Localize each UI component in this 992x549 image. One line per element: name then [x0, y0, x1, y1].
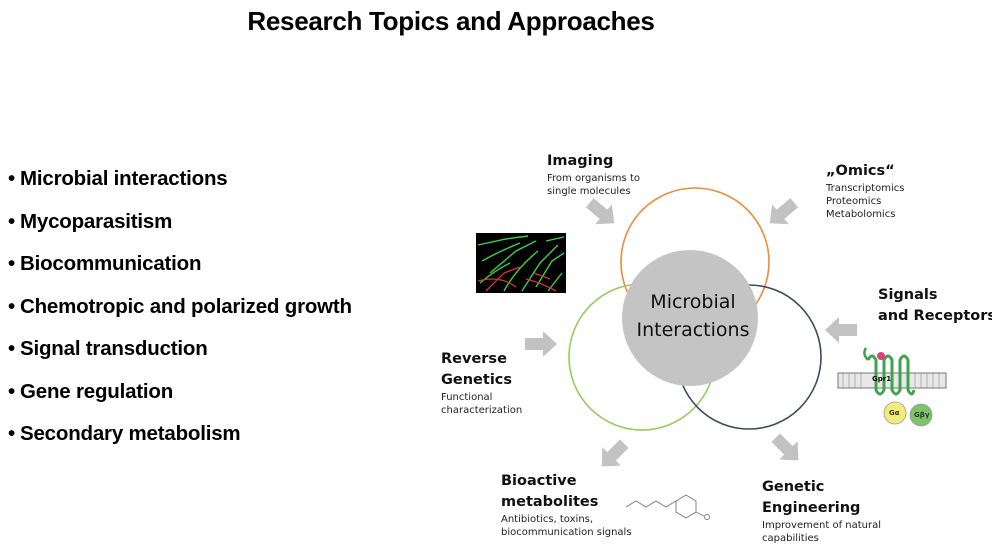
topic-label: Biocommunication	[20, 252, 202, 275]
topic-item: •Biocommunication	[8, 249, 352, 292]
topic-label: Signal transduction	[20, 337, 208, 360]
page-title: Research Topics and Approaches	[247, 6, 655, 36]
approach-sub: biocommunication signals	[501, 527, 632, 538]
bullet: •	[8, 252, 15, 275]
approach-heading: Bioactive	[501, 473, 577, 489]
approach-signals: Signals and Receptors	[878, 285, 992, 327]
approach-sub: capabilities	[762, 533, 819, 544]
approach-heading: Reverse	[441, 351, 507, 367]
topic-label: Gene regulation	[20, 379, 174, 403]
center-label: Microbial Interactions	[623, 288, 763, 344]
topic-item: •Gene regulation	[8, 377, 352, 420]
approach-omics: „Omics“ Transcriptomics Proteomics Metab…	[826, 161, 904, 221]
topic-item: •Microbial interactions	[8, 164, 352, 207]
bullet: •	[8, 422, 15, 445]
bullet: •	[8, 379, 15, 403]
microscopy-image	[476, 233, 566, 293]
approach-sub: single molecules	[547, 186, 631, 197]
center-line-1: Microbial	[650, 291, 736, 313]
arrow-bioactive	[601, 439, 629, 467]
topic-label: Secondary metabolism	[20, 422, 241, 445]
approach-heading: and Receptors	[878, 308, 992, 324]
approach-genetic-engineering: Genetic Engineering Improvement of natur…	[762, 477, 881, 545]
bullet: •	[8, 209, 15, 233]
topic-item: •Signal transduction	[8, 334, 352, 377]
approach-heading: Engineering	[762, 500, 861, 516]
center-hub	[622, 250, 758, 386]
approach-heading: Genetic	[762, 479, 825, 495]
topic-item: •Chemotropic and polarized growth	[8, 292, 352, 335]
g-beta-gamma-label: Gβγ	[914, 411, 930, 419]
center-line-2: Interactions	[636, 319, 750, 341]
topic-list: •Microbial interactions •Mycoparasitism …	[8, 164, 352, 462]
approach-sub: Metabolomics	[826, 209, 896, 220]
bullet: •	[8, 294, 15, 318]
receptor-label: Gpr1	[872, 375, 892, 383]
approach-sub: Antibiotics, toxins,	[501, 514, 594, 525]
approach-sub: Functional	[441, 392, 493, 403]
approach-heading: Genetics	[441, 372, 513, 388]
arrow-reverse	[525, 331, 557, 357]
fungal-hyphae-image	[477, 235, 565, 292]
approach-sub: characterization	[441, 405, 523, 416]
arrow-imaging	[585, 198, 615, 225]
approach-heading: „Omics“	[826, 163, 895, 179]
arrow-signals	[825, 317, 857, 343]
approach-heading: metabolites	[501, 494, 599, 510]
receptor-illustration	[837, 347, 947, 427]
topic-label: Microbial interactions	[20, 167, 228, 190]
topic-item: •Secondary metabolism	[8, 419, 352, 462]
approach-sub: Improvement of natural	[762, 520, 882, 531]
bullet: •	[8, 167, 15, 190]
g-alpha-label: Gα	[889, 409, 900, 417]
approach-sub: Transcriptomics	[826, 183, 905, 194]
approach-sub: From organisms to	[547, 173, 640, 184]
topic-label: Chemotropic and polarized growth	[20, 294, 352, 318]
approach-imaging: Imaging From organisms to single molecul…	[547, 151, 640, 198]
molecule-structure-icon	[625, 494, 710, 520]
arrow-omics	[769, 198, 799, 225]
arrows	[525, 198, 857, 467]
arrow-genetic	[771, 433, 799, 461]
approach-heading: Signals	[878, 287, 938, 303]
topic-item: •Mycoparasitism	[8, 207, 352, 250]
approach-heading: Imaging	[547, 153, 614, 169]
approach-sub: Proteomics	[826, 196, 882, 207]
topic-label: Mycoparasitism	[20, 209, 173, 233]
bullet: •	[8, 337, 15, 360]
approach-reverse-genetics: Reverse Genetics Functional characteriza…	[441, 349, 522, 417]
approach-bioactive: Bioactive metabolites Antibiotics, toxin…	[501, 471, 632, 539]
